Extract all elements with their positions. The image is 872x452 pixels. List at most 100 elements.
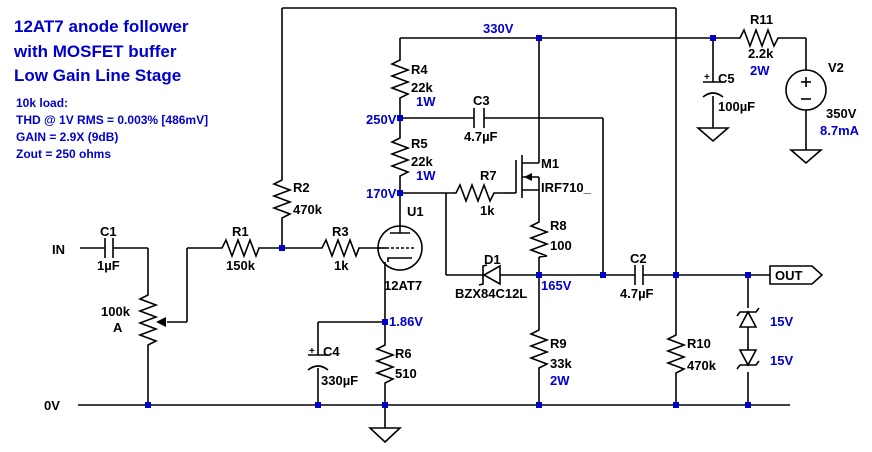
c4-value: 330µF [321,373,358,388]
c2-value: 4.7µF [620,286,654,301]
c5-ref: C5 [718,71,735,86]
node-voltage-cathode: 1.86V [389,314,423,329]
d1-value: BZX84C12L [455,286,527,301]
r7-ref: R7 [480,168,497,183]
r8-value: 100 [550,238,572,253]
resistor-r2 [271,175,293,228]
r2-ref: R2 [293,180,310,195]
r5-value: 22k [411,154,433,169]
svg-text:+: + [704,72,710,83]
node-dot [315,402,321,408]
r7-value: 1k [480,203,495,218]
note-line-4: Zout = 250 ohms [16,147,111,161]
c2-ref: C2 [630,251,647,266]
r6-value: 510 [395,366,417,381]
capacitor-c1 [104,238,114,258]
input-port-label: IN [52,242,65,257]
c5-value: 100µF [718,99,755,114]
c4-ref: C4 [323,344,340,359]
resistor-r7 [450,182,504,204]
r10-value: 470k [687,358,717,373]
zener-d1 [478,264,501,286]
note-line-3: GAIN = 2.9X (9dB) [16,130,118,144]
ground-icon [788,149,824,165]
ground-icon [695,127,731,143]
r4-power: 1W [416,94,436,109]
node-dot [536,35,542,41]
m1-value: IRF710_ [541,180,592,195]
zener-output-top [736,307,760,328]
r6-ref: R6 [395,346,412,361]
c3-ref: C3 [473,93,490,108]
capacitor-c5: + [702,72,724,98]
node-dot [145,402,151,408]
node-voltage-supply: 330V [483,21,514,36]
ground-icon [367,427,403,444]
zener-bottom-value: 15V [770,353,793,368]
node-dot [397,115,403,121]
mosfet-irf710 [515,155,540,198]
node-dot [745,402,751,408]
title-line-3: Low Gain Line Stage [14,66,181,85]
v2-current: 8.7mA [820,123,860,138]
d1-ref: D1 [484,252,501,267]
capacitor-c4: + [307,346,329,371]
resistor-r11 [735,27,785,49]
node-voltage-source: 165V [541,278,572,293]
r5-power: 1W [416,168,436,183]
node-dot [536,402,542,408]
r4-ref: R4 [411,62,428,77]
title-line-2: with MOSFET buffer [13,42,177,61]
node-voltage-r4-r5: 250V [366,112,397,127]
r3-ref: R3 [332,224,349,239]
r2-value: 470k [293,202,323,217]
voltage-source-v2 [785,69,827,111]
output-port-flag [769,265,824,285]
node-dot [397,190,403,196]
r8-ref: R8 [550,218,567,233]
resistor-r8 [528,217,550,258]
node-dot [279,245,285,251]
resistor-r10 [665,330,687,378]
node-dot [710,35,716,41]
note-line-1: 10k load: [16,96,68,110]
r5-ref: R5 [411,136,428,151]
ground-rail-label: 0V [44,398,60,413]
node-dot [536,272,542,278]
capacitor-c3 [473,108,485,128]
m1-ref: M1 [541,156,559,171]
node-dots [145,35,751,408]
c1-ref: C1 [100,224,117,239]
potentiometer [137,290,159,350]
node-dot [382,319,388,325]
r9-ref: R9 [550,336,567,351]
node-voltage-anode: 170V [366,186,397,201]
c3-value: 4.7µF [464,129,498,144]
resistor-r5 [389,133,411,178]
output-port-label: OUT [775,268,803,283]
svg-text:+: + [309,346,315,357]
r10-ref: R10 [687,336,711,351]
pot-value: 100k [101,304,131,319]
resistor-r4 [389,55,411,100]
node-dot [673,402,679,408]
note-line-2: THD @ 1V RMS = 0.003% [486mV] [16,113,208,127]
v2-ref: V2 [828,60,844,75]
c1-value: 1µF [97,258,120,273]
r1-ref: R1 [232,224,249,239]
node-dot [382,402,388,408]
title-line-1: 12AT7 anode follower [14,17,189,36]
r11-ref: R11 [750,12,773,27]
r4-value: 22k [411,80,433,95]
resistor-r1 [215,237,262,259]
zener-top-value: 15V [770,314,793,329]
r9-value: 33k [550,356,572,371]
r11-power: 2W [750,63,770,78]
resistor-r9 [528,325,550,378]
node-dot [673,272,679,278]
r11-value: 2.2k [748,46,774,61]
resistor-r3 [318,237,362,259]
zener-output-bottom [736,349,760,370]
capacitor-c2 [634,265,644,285]
